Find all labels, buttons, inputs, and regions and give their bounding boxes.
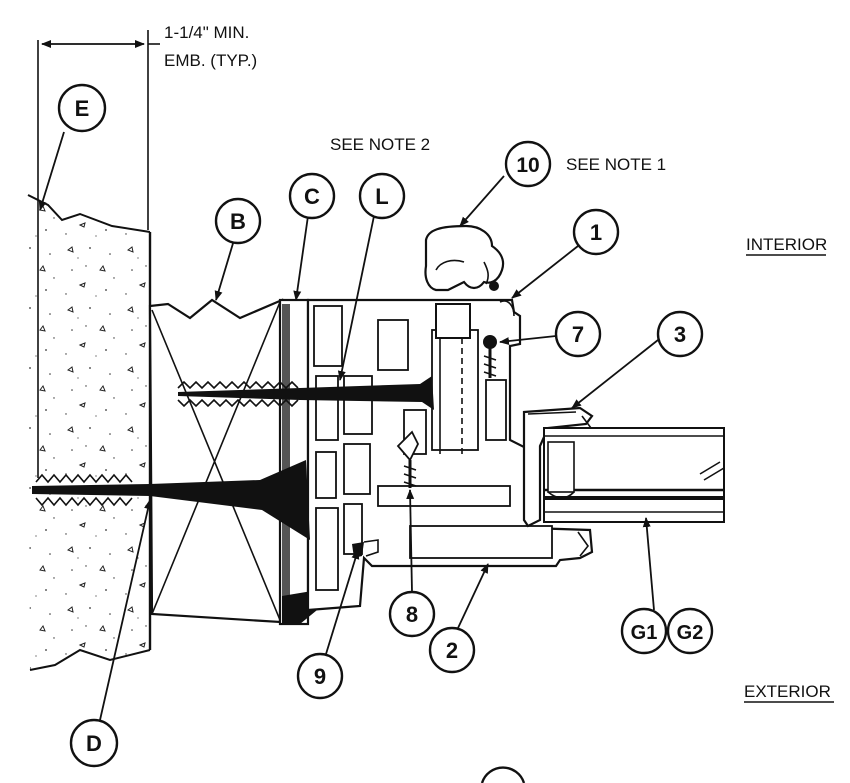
- callout-2: 2: [428, 626, 476, 674]
- embedment-dimension: [37, 30, 160, 478]
- callout-B-label: B: [230, 209, 246, 234]
- concrete-wall: [27, 194, 152, 671]
- embedment-dim-line2: EMB. (TYP.): [164, 51, 257, 70]
- callout-3: 3: [656, 310, 704, 358]
- callout-E-label: E: [75, 96, 90, 121]
- callout-10: 10: [504, 140, 552, 188]
- fastener-7: [483, 335, 497, 378]
- callout-G2: G2: [666, 607, 714, 655]
- see-note-1-text: SEE NOTE 1: [566, 155, 666, 174]
- callout-C-label: C: [304, 184, 320, 209]
- exterior-text: EXTERIOR: [744, 682, 831, 701]
- frame-anchor-screw-L: [177, 376, 434, 410]
- see-note-2-text: SEE NOTE 2: [330, 135, 430, 154]
- callout-G1: G1: [620, 607, 668, 655]
- callout-D-label: D: [86, 731, 102, 756]
- masonry-anchor-screw-D: [32, 460, 310, 540]
- callout-1: 1: [572, 208, 620, 256]
- insulated-glass-unit: [543, 427, 725, 523]
- callout-3-label: 3: [674, 322, 686, 347]
- callout-L: L: [358, 172, 406, 220]
- callout-9-label: 9: [314, 664, 326, 689]
- wood-shim-block: [148, 298, 284, 624]
- embedment-dim-line1: 1-1/4" MIN.: [164, 23, 249, 42]
- interior-label: INTERIOR: [746, 235, 827, 256]
- callout-8-label: 8: [406, 602, 418, 627]
- callout-10-label: 10: [516, 154, 539, 177]
- callout-L-label: L: [375, 184, 388, 209]
- leader-lines: [38, 131, 659, 721]
- callout-E: E: [57, 83, 107, 133]
- callout-G1-label: G1: [631, 622, 658, 644]
- callout-D: D: [69, 718, 119, 768]
- vinyl-frame-profile: [306, 298, 594, 612]
- fastener-8: [396, 430, 420, 488]
- callout-C: C: [288, 172, 336, 220]
- callout-9: 9: [296, 652, 344, 700]
- callout-G2-label: G2: [677, 622, 704, 644]
- callout-2-label: 2: [446, 638, 458, 663]
- exterior-label: EXTERIOR: [744, 682, 834, 703]
- partial-callout-circle: [480, 766, 526, 783]
- callout-1-label: 1: [590, 220, 602, 245]
- callout-B: B: [214, 197, 262, 245]
- callout-7-label: 7: [572, 322, 584, 347]
- interior-text: INTERIOR: [746, 235, 827, 254]
- callout-8: 8: [388, 590, 436, 638]
- callout-7: 7: [554, 310, 602, 358]
